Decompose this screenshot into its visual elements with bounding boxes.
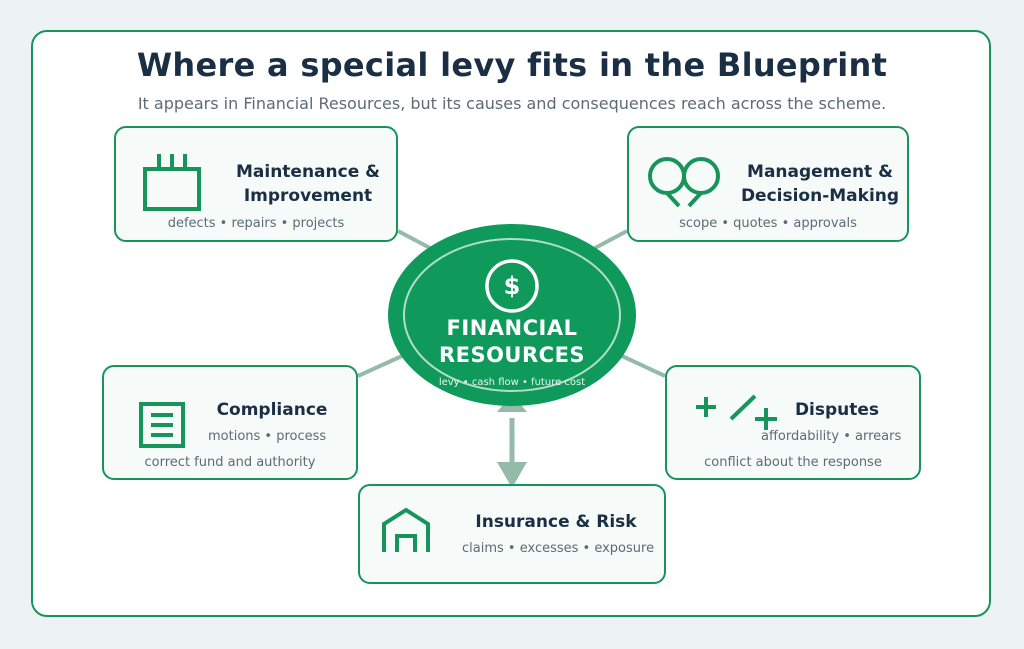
page-subtitle: It appears in Financial Resources, but i… — [137, 94, 887, 113]
speech-bubbles-icon — [648, 157, 720, 208]
card-title-line-1: Management & — [747, 162, 893, 182]
card-compliance[interactable]: Compliance motions • process correct fun… — [102, 365, 358, 480]
garage-shelter-icon — [382, 507, 430, 552]
card-title: Compliance — [216, 400, 328, 420]
card-title: Insurance & Risk — [475, 512, 637, 532]
card-insurance-risk[interactable]: Insurance & Risk claims • excesses • exp… — [358, 484, 666, 584]
hub-tags: levy • cash flow • future cost — [438, 377, 586, 388]
card-tags: defects • repairs • projects — [167, 216, 345, 231]
card-tags: claims • excesses • exposure — [462, 541, 655, 556]
hub-title[interactable]: FINANCIAL RESOURCES — [392, 315, 632, 369]
dollar-icon: $ — [503, 272, 521, 300]
card-title: Maintenance & Improvement — [224, 160, 392, 208]
card-tags: scope • quotes • approvals — [679, 216, 857, 231]
plus-slash-plus-icon — [696, 394, 777, 430]
card-note: correct fund and authority — [144, 455, 316, 470]
card-title: Disputes — [794, 400, 880, 420]
connector-management — [594, 229, 628, 250]
hub-title-line-2: RESOURCES — [438, 343, 586, 367]
card-title-line-2: Improvement — [243, 186, 373, 206]
document-icon — [139, 402, 185, 448]
card-title-line-2: Decision-Making — [740, 186, 900, 206]
page-title: Where a special levy fits in the Bluepri… — [136, 46, 888, 84]
card-tags: affordability • arrears — [761, 429, 902, 444]
card-note: conflict about the response — [704, 455, 882, 470]
card-title-line-1: Maintenance & — [235, 162, 380, 182]
card-tags: motions • process — [208, 429, 327, 444]
card-disputes[interactable]: Disputes affordability • arrears conflic… — [665, 365, 921, 480]
connector-maintenance — [397, 229, 431, 250]
arrowhead-down — [497, 462, 527, 488]
connector-disputes — [621, 354, 666, 378]
card-management-decision-making[interactable]: Management & Decision-Making scope • quo… — [627, 126, 909, 242]
card-maintenance-improvement[interactable]: Maintenance & Improvement defects • repa… — [114, 126, 398, 242]
connector-compliance — [357, 354, 403, 378]
hub-title-line-1: FINANCIAL — [446, 316, 578, 340]
building-icon — [143, 154, 201, 211]
card-title: Management & Decision-Making — [735, 160, 905, 208]
